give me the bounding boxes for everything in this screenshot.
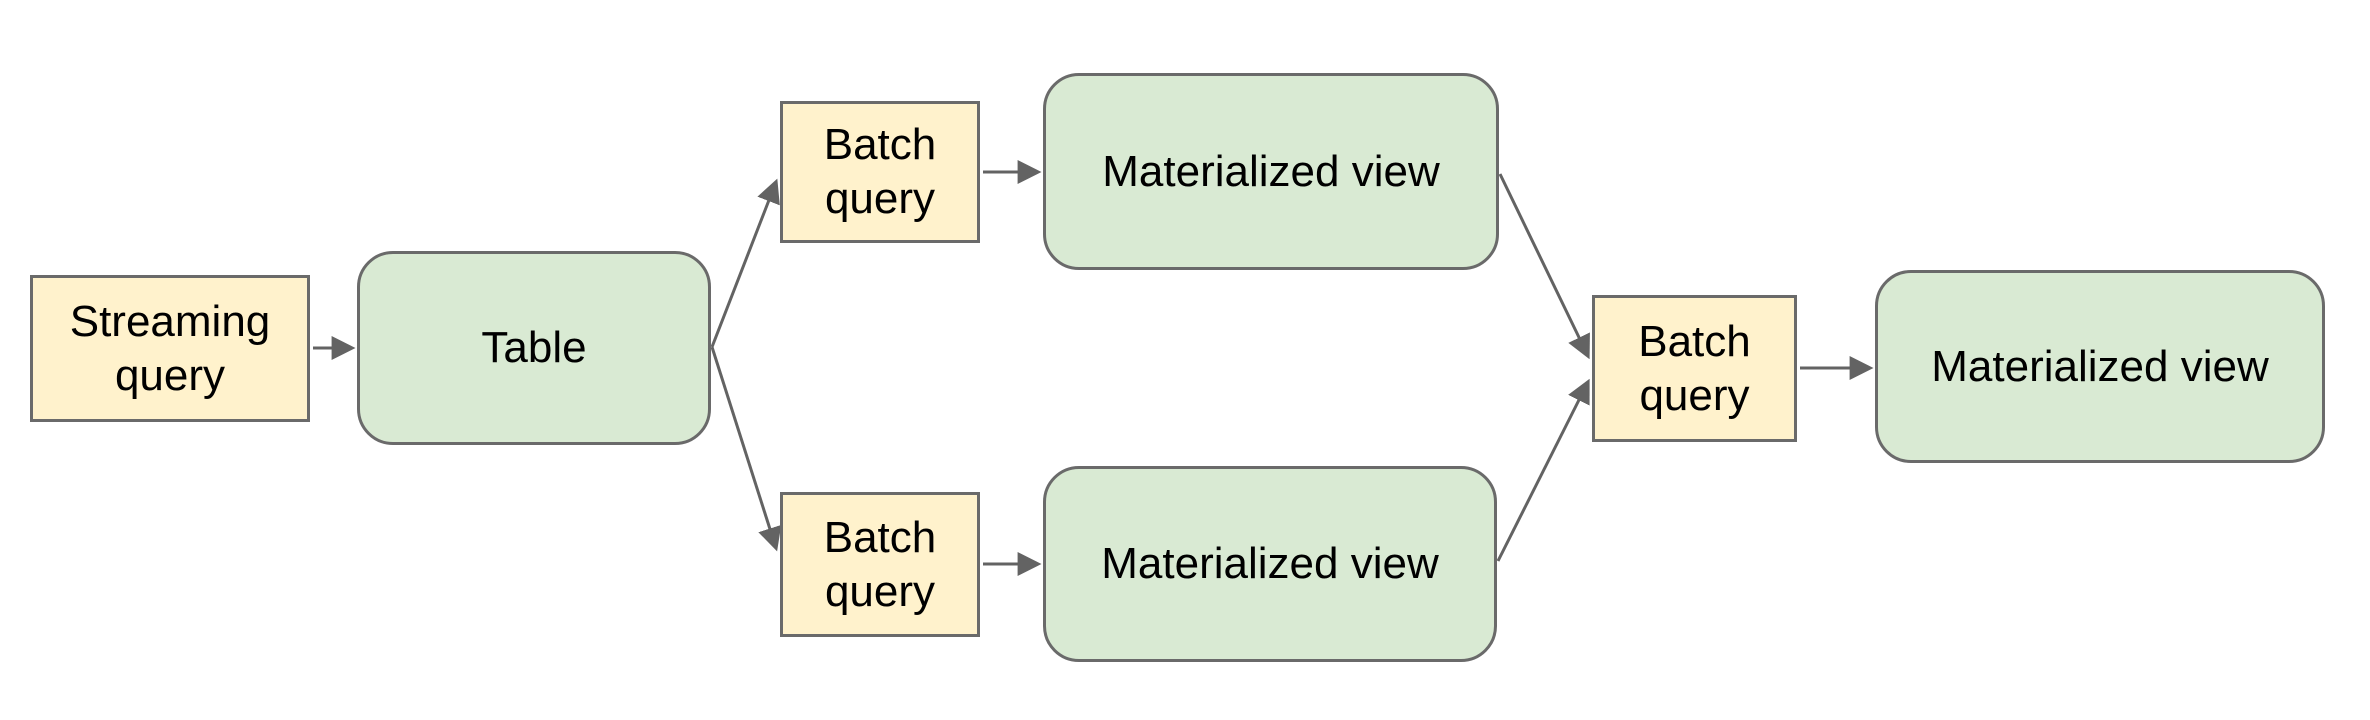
node-materialized-view-right: Materialized view: [1875, 270, 2325, 463]
node-streaming-query-label: Streaming query: [69, 296, 271, 400]
arrow-table-to-batch-query-bottom: [710, 346, 782, 552]
node-batch-query-top: Batch query: [780, 101, 980, 243]
node-materialized-view-bottom: Materialized view: [1043, 466, 1497, 662]
node-batch-query-right: Batch query: [1592, 295, 1797, 442]
arrow-materialized-view-top-to-batch-query-right: [1498, 173, 1590, 360]
node-batch-query-top-label: Batch query: [823, 120, 937, 223]
arrow-materialized-view-bottom-to-batch-query-right: [1496, 378, 1590, 562]
node-table: Table: [357, 251, 711, 445]
node-table-label: Table: [481, 323, 587, 373]
node-batch-query-right-label: Batch query: [1638, 316, 1751, 420]
node-batch-query-bottom-label: Batch query: [823, 512, 937, 616]
node-batch-query-bottom: Batch query: [780, 492, 980, 637]
node-materialized-view-bottom-label: Materialized view: [1101, 539, 1439, 589]
node-streaming-query: Streaming query: [30, 275, 310, 422]
arrow-table-to-batch-query-top: [710, 178, 780, 348]
node-materialized-view-top: Materialized view: [1043, 73, 1499, 270]
node-materialized-view-right-label: Materialized view: [1931, 341, 2269, 391]
node-materialized-view-top-label: Materialized view: [1102, 146, 1440, 196]
